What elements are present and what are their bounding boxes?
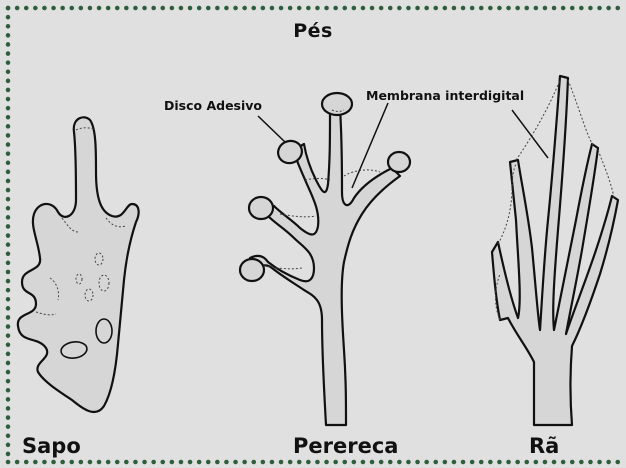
perereca-foot bbox=[250, 108, 400, 425]
ra-label: Rã bbox=[529, 434, 559, 458]
disco-adesivo-label: Disco Adesivo bbox=[164, 98, 262, 113]
sapo-foot bbox=[18, 117, 139, 412]
membrana-interdigital-label: Membrana interdigital bbox=[366, 88, 524, 103]
perereca-label: Perereca bbox=[293, 434, 398, 458]
figure-title: Pés bbox=[0, 20, 626, 42]
ra-foot bbox=[492, 76, 618, 425]
sapo-label: Sapo bbox=[22, 434, 81, 458]
